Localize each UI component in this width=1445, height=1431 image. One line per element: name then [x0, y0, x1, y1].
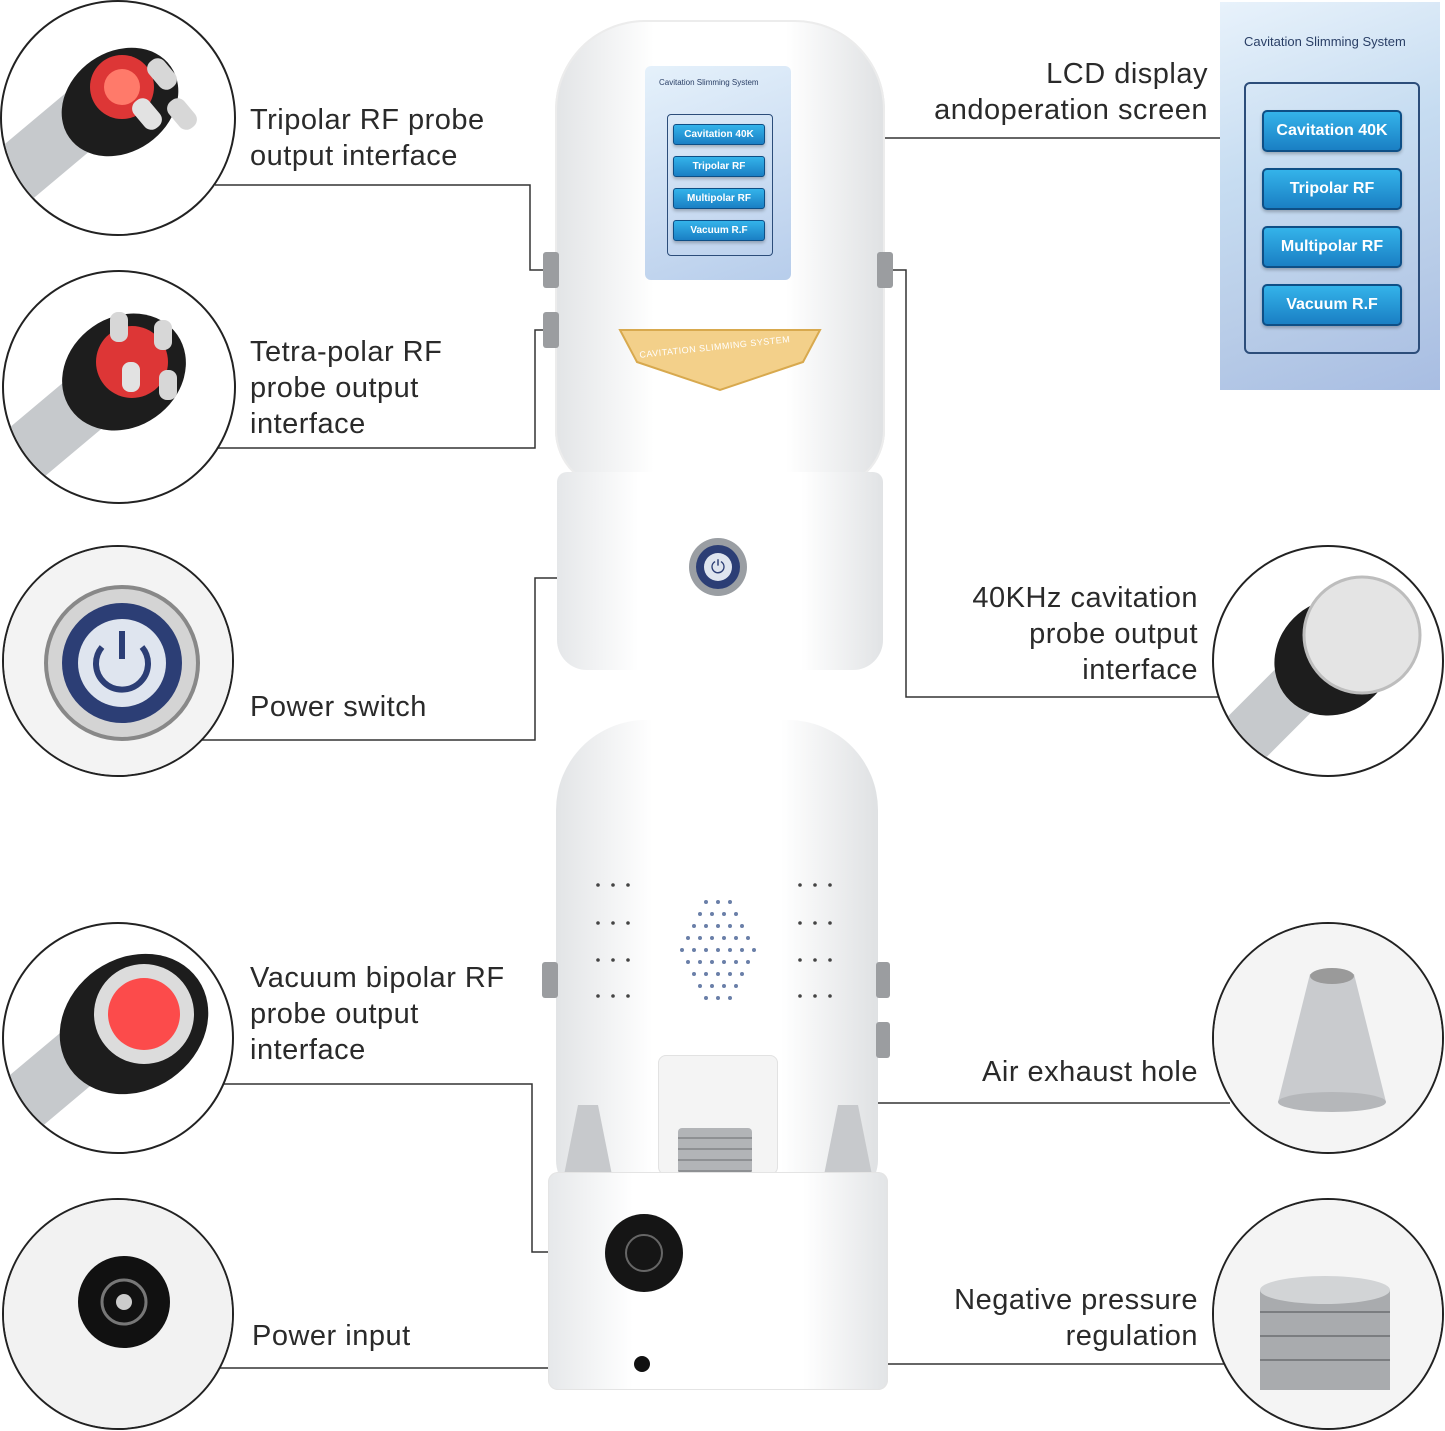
power-button-ring: ⏻: [696, 545, 740, 589]
device-power-button[interactable]: ⏻: [689, 538, 747, 596]
cavitation-probe-image: [1212, 545, 1444, 777]
device-button-vacuum[interactable]: Vacuum R.F: [673, 220, 765, 241]
device-badge: [618, 329, 822, 392]
device-back: [542, 720, 890, 1390]
vacuum-outlet-inner: [625, 1234, 663, 1272]
label-cavitation: 40KHz cavitation probe output interface: [972, 582, 1198, 686]
device-button-tripolar[interactable]: Tripolar RF: [673, 156, 765, 177]
label-negative-pressure: Negative pressure regulation: [954, 1284, 1198, 1352]
vacuum-bipolar-probe-image: [2, 922, 234, 1154]
vacuum-port: [542, 962, 558, 998]
device-button-cavitation[interactable]: Cavitation 40K: [673, 124, 765, 145]
label-air-exhaust: Air exhaust hole: [982, 1056, 1198, 1088]
tetrapolar-probe-image: [2, 270, 236, 504]
screen-buttons-frame: [1244, 82, 1420, 354]
back-port-right-2: [876, 1022, 890, 1058]
screen-button-multipolar[interactable]: Multipolar RF: [1262, 226, 1402, 268]
device-screen: Cavitation Slimming System Cavitation 40…: [645, 66, 791, 280]
label-power-switch: Power switch: [250, 691, 427, 723]
label-tripolar: Tripolar RF probe output interface: [250, 104, 485, 172]
negative-pressure-knob-image: [1212, 1198, 1444, 1430]
device-front: Cavitation Slimming System Cavitation 40…: [543, 20, 893, 670]
cavitation-port: [877, 252, 893, 288]
label-vacuum-bipolar: Vacuum bipolar RF probe output interface: [250, 962, 505, 1066]
back-port-right-1: [876, 962, 890, 998]
air-exhaust-image: [1212, 922, 1444, 1154]
tetrapolar-port: [543, 312, 559, 348]
device-button-multipolar[interactable]: Multipolar RF: [673, 188, 765, 209]
vent-holes: [596, 883, 832, 1000]
power-icon: ⏻: [704, 553, 732, 581]
screen-title: Cavitation Slimming System: [1244, 34, 1406, 49]
power-input-image: [2, 1198, 234, 1430]
device-screen-title: Cavitation Slimming System: [659, 78, 759, 87]
vacuum-outlet: [605, 1214, 683, 1292]
tripolar-port: [543, 252, 559, 288]
screen-button-cavitation[interactable]: Cavitation 40K: [1262, 110, 1402, 152]
power-input-jack: [634, 1356, 650, 1372]
device-screen-frame: [667, 114, 773, 256]
lcd-screen-panel: Cavitation Slimming System Cavitation 40…: [1220, 2, 1440, 390]
tripolar-probe-image: [0, 0, 236, 236]
label-power-input: Power input: [252, 1320, 411, 1352]
screen-button-tripolar[interactable]: Tripolar RF: [1262, 168, 1402, 210]
label-tetrapolar: Tetra-polar RF probe output interface: [250, 336, 443, 440]
label-lcd: LCD display andoperation screen: [934, 58, 1208, 126]
screen-button-vacuum[interactable]: Vacuum R.F: [1262, 284, 1402, 326]
exhaust-cone-left: [562, 1105, 614, 1185]
power-switch-image: [2, 545, 234, 777]
device-back-base: [548, 1172, 888, 1390]
negative-pressure-knob[interactable]: [678, 1128, 752, 1174]
exhaust-cone-right: [822, 1105, 874, 1185]
